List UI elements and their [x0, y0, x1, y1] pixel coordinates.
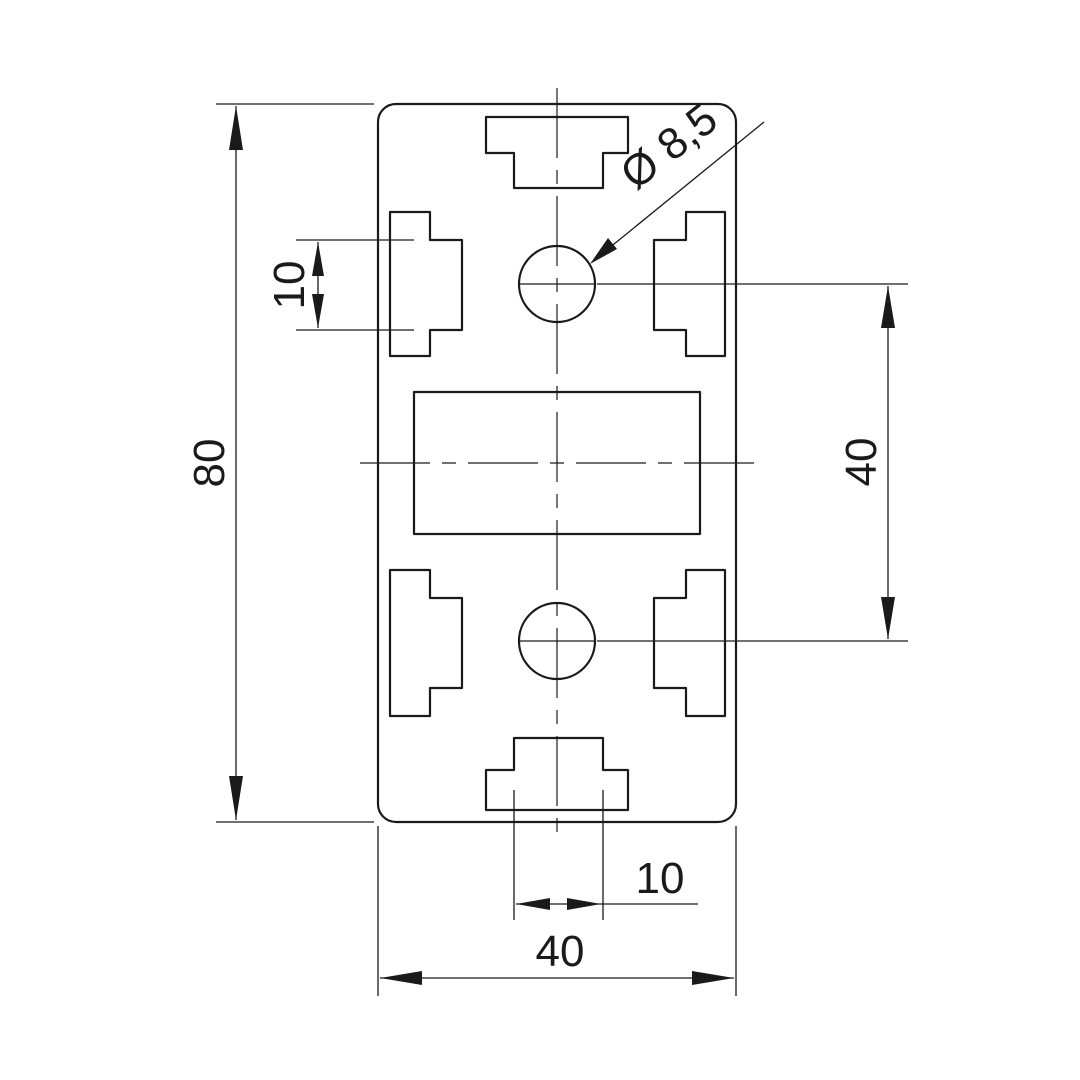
spacing-arrow-bottom	[881, 597, 895, 639]
slot-left-dimension-label: 10	[265, 261, 314, 310]
slot-bottom-arrow-right	[567, 898, 601, 910]
slot-bottom-arrow-left	[516, 898, 550, 910]
slot-right-lower	[652, 568, 727, 718]
height-dimension-label: 80	[185, 439, 234, 488]
diameter-dimension-label: Ø 8,5	[612, 94, 727, 199]
height-arrow-top	[229, 106, 243, 150]
width-arrow-left	[380, 971, 422, 985]
width-dimension-label: 40	[536, 927, 585, 976]
slot-bottom-dimension-label: 10	[636, 854, 685, 903]
slot-top	[484, 115, 630, 190]
spacing-dimension-label: 40	[837, 438, 886, 487]
slot-bottom	[484, 736, 630, 812]
slot-right-upper	[652, 210, 727, 358]
diameter-leader-arrow	[590, 238, 617, 264]
slot-left-lower	[388, 568, 464, 718]
width-arrow-right	[692, 971, 734, 985]
slot-left-arrow-top	[312, 242, 324, 276]
height-arrow-bottom	[229, 776, 243, 820]
slot-left-arrow-bottom	[312, 294, 324, 328]
diameter-leader-line	[591, 121, 765, 263]
spacing-arrow-top	[881, 286, 895, 328]
slot-left-upper	[388, 210, 464, 358]
